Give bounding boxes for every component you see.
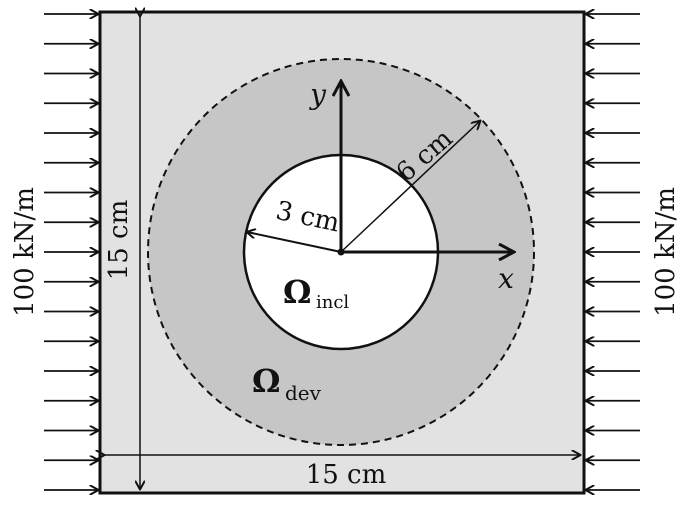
left-load-arrows [44,14,98,490]
width-label: 15 cm [306,460,387,490]
left-load-label: 100 kN/m [10,187,40,317]
omega-incl-subscript: incl [316,292,349,313]
inner-radius-line [247,232,342,253]
omega-dev-symbol: Ω [252,362,280,400]
outer-radius-line [340,121,480,253]
right-load-arrows [586,14,640,490]
height-label: 15 cm [104,200,134,281]
right-load-label: 100 kN/m [651,187,681,317]
x-axis-label: x [498,262,514,295]
y-axis-label: y [308,78,327,111]
omega-dev-subscript: dev [285,381,322,405]
origin-dot [337,248,345,256]
omega-incl-symbol: Ω [283,273,311,311]
